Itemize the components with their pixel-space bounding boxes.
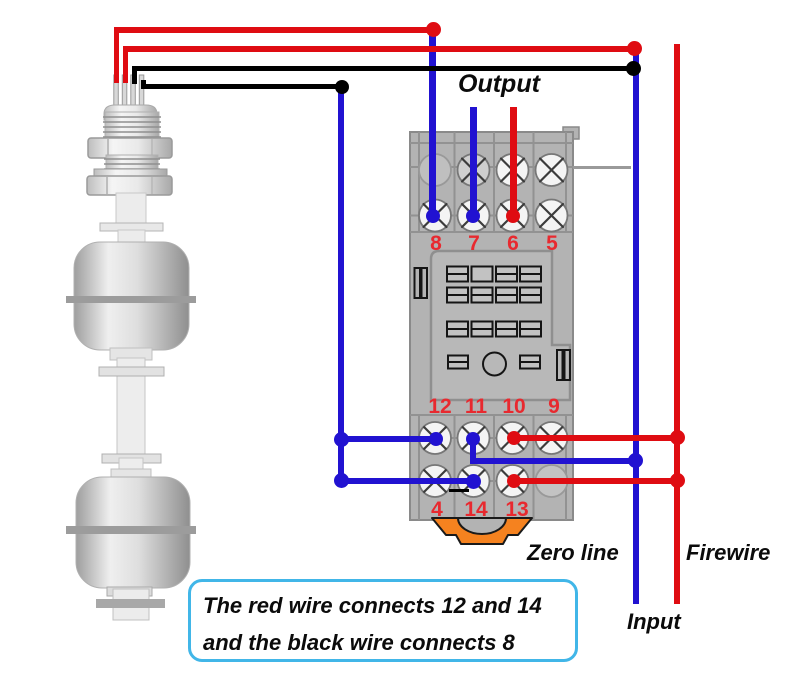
wire-blue-left-v [338,87,344,483]
wire-black-dash-14 [449,489,469,492]
float-upper [66,241,196,351]
wire-firewire-v [674,44,680,604]
terminal10-dot [507,431,521,445]
terminal13-dot [507,474,521,488]
wire-blue-terminal7-v [470,107,477,219]
note-line-1: The red wire connects 12 and 14 [203,593,542,618]
wire-black2-h [140,84,344,89]
terminal-number-4: 4 [431,498,443,521]
terminal-number-12: 12 [428,395,452,418]
float-switch [66,74,196,621]
wire-red-13-to-firewire-h [513,477,679,484]
terminal-number-11: 11 [464,395,488,418]
junction-dot-blue-12 [333,431,349,447]
wire-blue-to-12-h [338,435,438,442]
wire-blue-terminal8-v [429,29,436,219]
terminal6-dot [505,208,520,223]
float-switch-bottom-stop [96,586,165,621]
terminal-number-10: 10 [502,395,526,418]
junction-dot-blue-zeroline [628,453,643,468]
wire-blue-11-v [469,438,476,464]
wire-zero-line-v [632,48,639,604]
terminal-number-8: 8 [430,232,442,255]
junction-dot-black-zeroline [626,60,641,76]
zero-line-label: Zero line [527,540,619,565]
junction-dot-red-firewire-upper [669,430,685,445]
junction-dot-black-left [334,80,349,94]
wire-red1-v [114,27,119,83]
terminal11-dot [465,431,480,446]
socket-pin-slots [413,265,571,381]
junction-dot-blue-14 [333,473,349,488]
input-label: Input [627,609,681,634]
junction-dot-red-top [425,22,441,37]
wire-red2-h [122,46,637,52]
float-switch-rod [98,347,165,479]
note-line-2: and the black wire connects 8 [203,630,515,655]
din-rail-line [573,166,631,169]
terminal8-dot [425,208,440,223]
terminal12-dot [428,431,443,446]
terminal-number-13: 13 [505,498,529,521]
firewire-label: Firewire [686,540,771,565]
wire-red-terminal6-v [510,107,517,219]
wire-red2-v [122,46,128,83]
float-switch-upper-shaft [99,192,164,245]
junction-dot-red-zeroline-top [627,41,642,56]
wire-red-10-to-firewire-h [513,434,679,441]
wire-black1-h [131,65,637,71]
wire-black1-v [131,65,137,84]
din-clip [431,517,533,545]
junction-dot-red-firewire-lower [669,473,685,488]
terminal-number-9: 9 [548,395,560,418]
terminal-number-7: 7 [468,232,480,255]
note-box: The red wire connects 12 and 14 and the … [188,579,578,662]
wire-blue-11-to-zeroline-h [469,457,637,464]
wire-blue-to-14-h [338,477,475,484]
terminal-number-5: 5 [546,232,558,255]
float-switch-head [86,104,173,196]
output-label: Output [458,70,540,98]
wire-red1-h [114,27,436,33]
terminal7-dot [466,208,480,223]
terminal14-dot [465,474,481,489]
float-lower [66,476,196,589]
terminal-number-6: 6 [507,232,519,255]
terminal-number-14: 14 [464,498,488,521]
